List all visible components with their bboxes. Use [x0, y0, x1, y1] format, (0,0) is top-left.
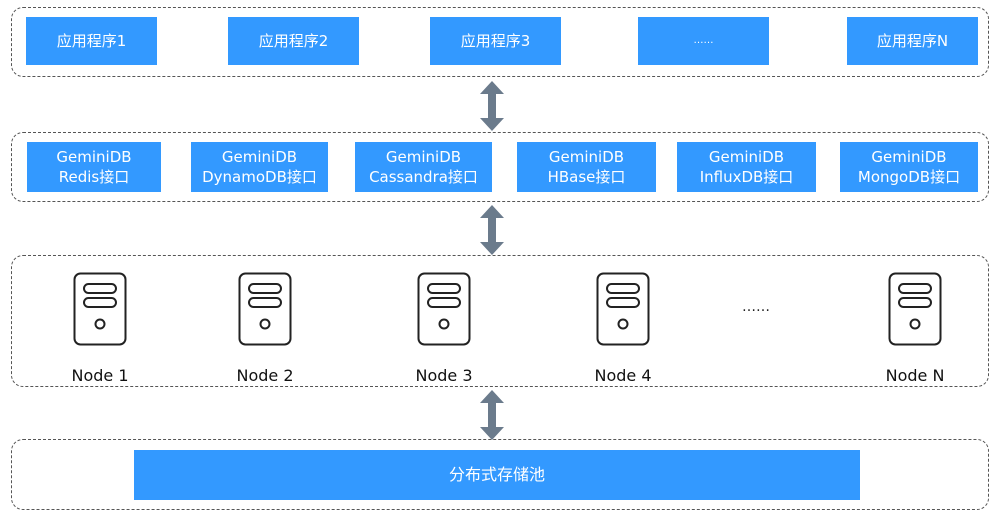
nodes-layer: [11, 255, 989, 387]
interface-line2: Cassandra接口: [369, 168, 478, 186]
app-box-1: 应用程序1: [26, 17, 157, 65]
bidirectional-arrow-icon: [480, 81, 504, 131]
interface-line2: Redis接口: [58, 168, 130, 186]
interface-line2: DynamoDB接口: [202, 168, 317, 186]
node-label: Node 3: [415, 366, 473, 385]
storage-layer: [11, 439, 989, 510]
app-box-2: 应用程序2: [228, 17, 359, 65]
interface-box-cassandra: GeminiDB Cassandra接口: [355, 142, 492, 192]
server-icon: [417, 272, 471, 346]
server-icon: [888, 272, 942, 346]
interface-line1: GeminiDB: [708, 148, 785, 166]
interface-box-hbase: GeminiDB HBase接口: [517, 142, 656, 192]
interface-line1: GeminiDB: [385, 148, 462, 166]
node-label: Node 1: [71, 366, 129, 385]
interface-box-influxdb: GeminiDB InfluxDB接口: [677, 142, 816, 192]
server-icon: [73, 272, 127, 346]
server-icon: [596, 272, 650, 346]
node-1: Node 1: [45, 272, 155, 385]
interface-line2: InfluxDB接口: [699, 168, 794, 186]
server-icon: [238, 272, 292, 346]
node-2: Node 2: [210, 272, 320, 385]
node-label: Node N: [885, 366, 945, 385]
interface-line1: GeminiDB: [56, 148, 132, 166]
node-4: Node 4: [568, 272, 678, 385]
app-box-ellipsis: ……: [638, 17, 769, 65]
interfaces-layer: [11, 132, 989, 202]
interface-box-dynamodb: GeminiDB DynamoDB接口: [191, 142, 328, 192]
interface-line1: GeminiDB: [548, 148, 625, 166]
bidirectional-arrow-icon: [480, 390, 504, 440]
interface-box-redis: GeminiDB Redis接口: [27, 142, 161, 192]
node-3: Node 3: [389, 272, 499, 385]
interface-line1: GeminiDB: [221, 148, 298, 166]
bidirectional-arrow-icon: [480, 205, 504, 255]
applications-layer: [11, 7, 989, 77]
app-box-n: 应用程序N: [847, 17, 978, 65]
interface-box-mongodb: GeminiDB MongoDB接口: [840, 142, 978, 192]
node-n: Node N: [860, 272, 970, 385]
node-label: Node 2: [236, 366, 294, 385]
interface-line1: GeminiDB: [871, 148, 947, 166]
interface-line2: HBase接口: [547, 168, 626, 186]
node-label: Node 4: [594, 366, 652, 385]
nodes-ellipsis: ……: [742, 299, 770, 315]
app-box-3: 应用程序3: [430, 17, 561, 65]
interface-line2: MongoDB接口: [857, 168, 961, 186]
storage-pool-box: 分布式存储池: [134, 450, 860, 500]
